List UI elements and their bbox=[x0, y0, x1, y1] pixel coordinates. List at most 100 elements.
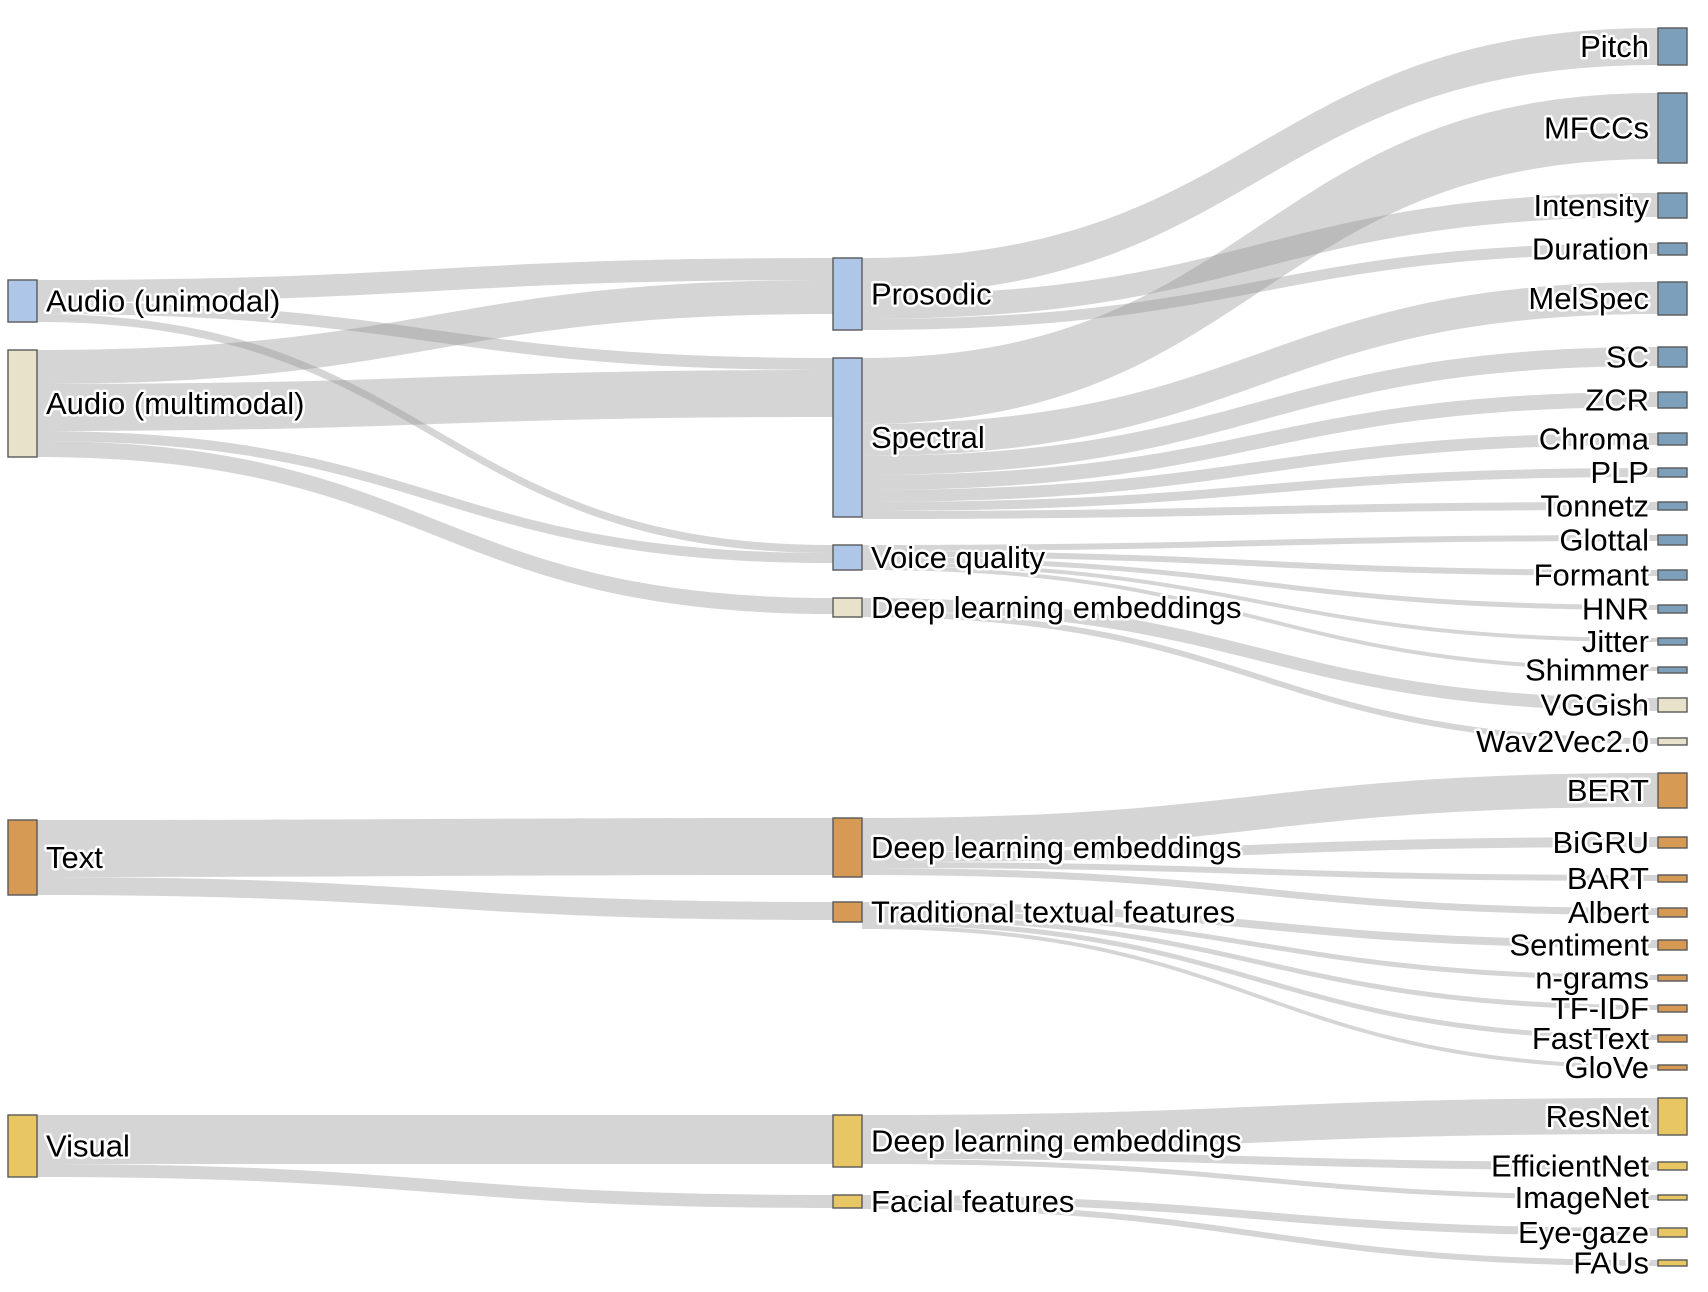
link-voice_quality-glottal bbox=[862, 535, 1658, 551]
label-voice_quality: Voice quality bbox=[871, 540, 1046, 575]
node-faus bbox=[1657, 1259, 1688, 1267]
label-sc: SC bbox=[1606, 340, 1649, 375]
link-spectral-sc bbox=[862, 347, 1658, 475]
link-dle_text-bert bbox=[862, 773, 1658, 852]
label-intensity: Intensity bbox=[1534, 188, 1650, 223]
node-bert bbox=[1657, 772, 1688, 809]
label-faus: FAUs bbox=[1573, 1246, 1649, 1281]
node-dle_visual bbox=[832, 1114, 863, 1168]
link-spectral-plp bbox=[862, 468, 1658, 511]
link-visual-dle_visual bbox=[37, 1115, 833, 1164]
label-spectral: Spectral bbox=[871, 420, 985, 455]
link-dle_text-bigru bbox=[862, 837, 1658, 862]
label-sentiment: Sentiment bbox=[1509, 928, 1649, 963]
node-duration bbox=[1657, 242, 1688, 256]
label-pitch: Pitch bbox=[1580, 29, 1649, 64]
label-melspec: MelSpec bbox=[1528, 281, 1649, 316]
label-chroma: Chroma bbox=[1539, 422, 1650, 457]
label-fasttext: FastText bbox=[1532, 1021, 1650, 1056]
node-jitter bbox=[1657, 637, 1688, 646]
link-audio_multimodal-dle_audio bbox=[37, 441, 833, 614]
link-spectral-tonnetz bbox=[862, 502, 1658, 519]
label-audio_multimodal: Audio (multimodal) bbox=[46, 386, 304, 421]
link-dle_visual-resnet bbox=[862, 1098, 1658, 1151]
node-facial bbox=[832, 1194, 863, 1209]
label-bert: BERT bbox=[1567, 773, 1649, 808]
label-bart: BART bbox=[1567, 861, 1649, 896]
node-mfccs bbox=[1657, 92, 1688, 164]
label-glove: GloVe bbox=[1565, 1050, 1649, 1085]
node-hnr bbox=[1657, 604, 1688, 614]
link-audio_multimodal-voice_quality bbox=[37, 431, 833, 563]
link-trad_text-sentiment bbox=[862, 902, 1658, 948]
node-imagenet bbox=[1657, 1194, 1688, 1201]
label-glottal: Glottal bbox=[1559, 523, 1649, 558]
link-facial-eyegaze bbox=[862, 1195, 1658, 1236]
node-zcr bbox=[1657, 391, 1688, 409]
link-text-dle_text bbox=[37, 818, 833, 877]
node-audio_unimodal bbox=[7, 279, 38, 323]
label-eyegaze: Eye-gaze bbox=[1518, 1215, 1649, 1250]
link-prosodic-duration bbox=[862, 243, 1658, 330]
link-audio_unimodal-spectral bbox=[37, 302, 833, 370]
node-spectral bbox=[832, 357, 863, 518]
node-dle_text bbox=[832, 817, 863, 878]
label-plp: PLP bbox=[1590, 455, 1649, 490]
node-glottal bbox=[1657, 534, 1688, 546]
node-bigru bbox=[1657, 836, 1688, 849]
node-pitch bbox=[1657, 27, 1688, 66]
label-dle_visual: Deep learning embeddings bbox=[871, 1124, 1242, 1159]
label-dle_text: Deep learning embeddings bbox=[871, 830, 1242, 865]
label-visual: Visual bbox=[46, 1129, 130, 1164]
link-dle_text-bart bbox=[862, 862, 1658, 881]
node-fasttext bbox=[1657, 1034, 1688, 1043]
label-imagenet: ImageNet bbox=[1515, 1180, 1650, 1215]
sankey-labels: Audio (unimodal)Audio (multimodal)TextVi… bbox=[44, 27, 1653, 1284]
node-formant bbox=[1657, 569, 1688, 581]
label-ngrams: n-grams bbox=[1535, 961, 1649, 996]
link-voice_quality-shimmer bbox=[862, 566, 1658, 671]
link-spectral-melspec bbox=[862, 282, 1658, 456]
link-dle_audio-vggish bbox=[862, 598, 1658, 711]
node-prosodic bbox=[832, 257, 863, 331]
sankey-nodes bbox=[7, 27, 1688, 1267]
label-hnr: HNR bbox=[1582, 592, 1649, 627]
label-formant: Formant bbox=[1534, 558, 1650, 593]
link-prosodic-pitch bbox=[862, 28, 1658, 295]
node-visual bbox=[7, 1114, 38, 1178]
node-bart bbox=[1657, 874, 1688, 883]
link-spectral-zcr bbox=[862, 392, 1658, 490]
node-melspec bbox=[1657, 281, 1688, 316]
label-albert: Albert bbox=[1568, 895, 1649, 930]
node-audio_multimodal bbox=[7, 349, 38, 458]
link-dle_visual-efficientnet bbox=[862, 1151, 1658, 1170]
node-efficientnet bbox=[1657, 1161, 1688, 1171]
label-trad_text: Traditional textual features bbox=[871, 895, 1235, 930]
node-shimmer bbox=[1657, 666, 1688, 674]
label-wav2vec: Wav2Vec2.0 bbox=[1476, 724, 1649, 759]
node-resnet bbox=[1657, 1097, 1688, 1136]
node-vggish bbox=[1657, 697, 1688, 713]
link-dle_text-albert bbox=[862, 868, 1658, 915]
label-dle_audio: Deep learning embeddings bbox=[871, 590, 1242, 625]
label-facial: Facial features bbox=[871, 1184, 1074, 1219]
node-plp bbox=[1657, 467, 1688, 478]
link-spectral-mfccs bbox=[862, 93, 1658, 424]
link-visual-facial bbox=[37, 1164, 833, 1208]
node-sc bbox=[1657, 346, 1688, 368]
label-vggish: VGGish bbox=[1540, 688, 1649, 723]
link-dle_visual-imagenet bbox=[862, 1159, 1658, 1200]
link-trad_text-fasttext bbox=[862, 920, 1658, 1040]
label-mfccs: MFCCs bbox=[1544, 111, 1649, 146]
link-audio_unimodal-prosodic bbox=[37, 258, 833, 302]
link-trad_text-ngrams bbox=[862, 910, 1658, 980]
link-voice_quality-formant bbox=[862, 551, 1658, 576]
link-text-trad_text bbox=[37, 877, 833, 920]
node-tonnetz bbox=[1657, 501, 1688, 511]
label-bigru: BiGRU bbox=[1553, 825, 1649, 860]
link-voice_quality-jitter bbox=[862, 562, 1658, 642]
link-audio_unimodal-voice_quality bbox=[37, 314, 833, 553]
node-text bbox=[7, 819, 38, 896]
